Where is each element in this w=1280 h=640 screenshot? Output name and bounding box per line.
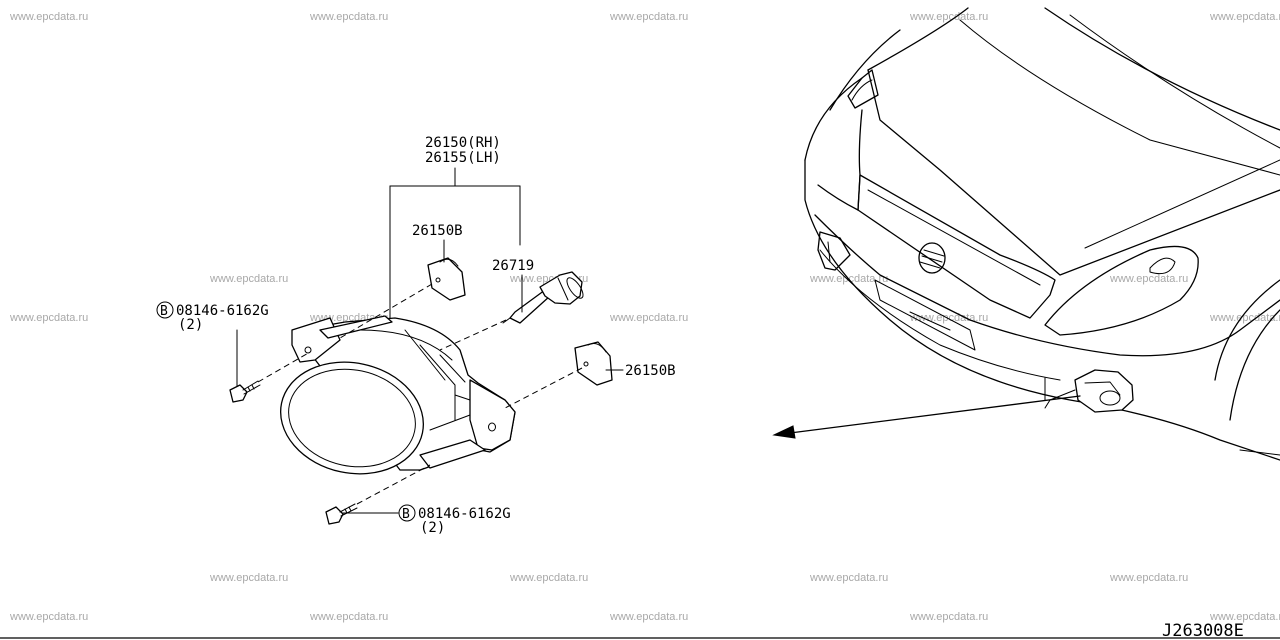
- label-bolt-top-qty: (2): [178, 317, 203, 333]
- watermark-text: www.epcdata.ru: [209, 273, 288, 285]
- label-fog-lamp-lh: 26155(LH): [425, 150, 501, 166]
- watermark-text: www.epcdata.ru: [1109, 572, 1188, 584]
- label-bolt-bottom: 08146-6162G: [418, 506, 511, 522]
- watermark-text: www.epcdata.ru: [509, 572, 588, 584]
- watermark-layer: www.epcdata.ru www.epcdata.ru www.epcdata.…: [9, 11, 1280, 623]
- clip-right-part: [574, 341, 613, 386]
- bolt-upper-part: [229, 380, 261, 403]
- label-bolt-top: 08146-6162G: [176, 303, 269, 319]
- watermark-text: www.epcdata.ru: [1209, 611, 1280, 623]
- label-fog-lamp-rh: 26150(RH): [425, 135, 501, 151]
- watermark-text: www.epcdata.ru: [9, 611, 88, 623]
- label-bulb: 26719: [492, 258, 534, 274]
- clip-top-part: [427, 257, 466, 301]
- watermark-text: www.epcdata.ru: [309, 11, 388, 23]
- bulb-part: [502, 271, 584, 324]
- assembly-leader-lines: [257, 283, 583, 505]
- watermark-text: www.epcdata.ru: [209, 572, 288, 584]
- callout-lines: [236, 167, 624, 514]
- diagram-code: J263008E: [1162, 621, 1244, 640]
- watermark-text: www.epcdata.ru: [9, 312, 88, 324]
- bolt-lower-part: [325, 503, 358, 525]
- watermark-text: www.epcdata.ru: [909, 611, 988, 623]
- watermark-text: www.epcdata.ru: [809, 572, 888, 584]
- fog-lamp-assembly: [280, 315, 516, 475]
- watermark-text: www.epcdata.ru: [609, 11, 688, 23]
- watermark-text: www.epcdata.ru: [609, 312, 688, 324]
- label-clip-right: 26150B: [625, 363, 676, 379]
- car-front-illustration: [772, 7, 1280, 461]
- watermark-text: www.epcdata.ru: [1209, 11, 1280, 23]
- watermark-text: www.epcdata.ru: [1109, 273, 1188, 285]
- watermark-text: www.epcdata.ru: [609, 611, 688, 623]
- watermark-text: www.epcdata.ru: [9, 11, 88, 23]
- watermark-text: www.epcdata.ru: [309, 611, 388, 623]
- watermark-text: www.epcdata.ru: [1209, 312, 1280, 324]
- bolt-marker-top: B: [160, 304, 168, 319]
- label-bolt-bottom-qty: (2): [420, 520, 445, 536]
- label-clip-top: 26150B: [412, 223, 463, 239]
- bolt-marker-bottom: B: [402, 507, 410, 522]
- watermark-text: www.epcdata.ru: [909, 11, 988, 23]
